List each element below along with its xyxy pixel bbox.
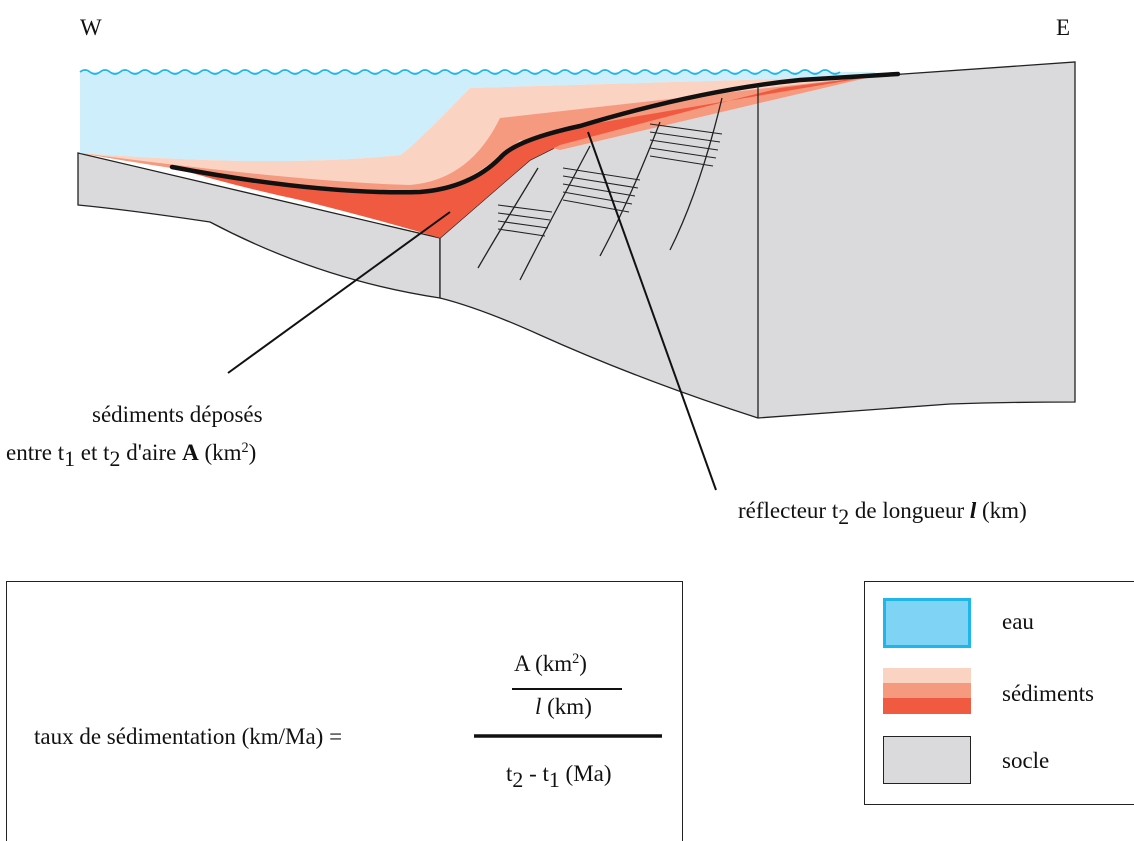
legend-box	[864, 581, 1134, 805]
legend-swatch-sediments-dark	[883, 698, 971, 714]
formula-denominator-time: t2 - t1 (Ma)	[506, 761, 612, 793]
legend-swatch-basement	[883, 736, 971, 784]
legend-swatch-water	[883, 598, 971, 648]
fault-1	[477, 167, 539, 269]
basement-left	[77, 152, 441, 299]
formula-lhs: taux de sédimentation (km/Ma) =	[34, 724, 343, 749]
legend-swatch-sediments	[883, 668, 971, 714]
west-label: W	[80, 15, 102, 40]
reflector-annotation: réflecteur t2 de longueur l (km)	[738, 498, 1027, 530]
formula-length: l (km)	[535, 694, 592, 719]
east-label: E	[1056, 15, 1071, 40]
fault-2	[519, 145, 591, 281]
sediments-annotation-line1: sédiments déposés	[92, 402, 263, 427]
leader-line-reflector	[587, 131, 717, 491]
legend-swatch-sediments-light	[883, 668, 971, 683]
fault-4	[669, 97, 723, 251]
formula-numerator-area: A (km2)	[514, 651, 587, 676]
reflector-t2	[169, 71, 901, 195]
sediments-annotation-line2: entre t1 et t2 d'aire A (km2)	[6, 440, 257, 472]
formula-box	[6, 581, 683, 841]
sediment-layer-mid	[80, 76, 875, 192]
fault-3	[599, 121, 661, 257]
leader-line-sediments	[227, 211, 451, 374]
legend-label-sediments: sédiments	[1002, 681, 1094, 706]
strata-hatching	[497, 123, 723, 237]
sediment-layer-dark	[172, 76, 875, 238]
legend-label-basement: socle	[1002, 748, 1050, 773]
legend-swatch-sediments-mid	[883, 683, 971, 698]
water-surface-wave	[79, 69, 841, 75]
legend-label-water: eau	[1002, 609, 1034, 634]
water-body	[80, 72, 875, 162]
